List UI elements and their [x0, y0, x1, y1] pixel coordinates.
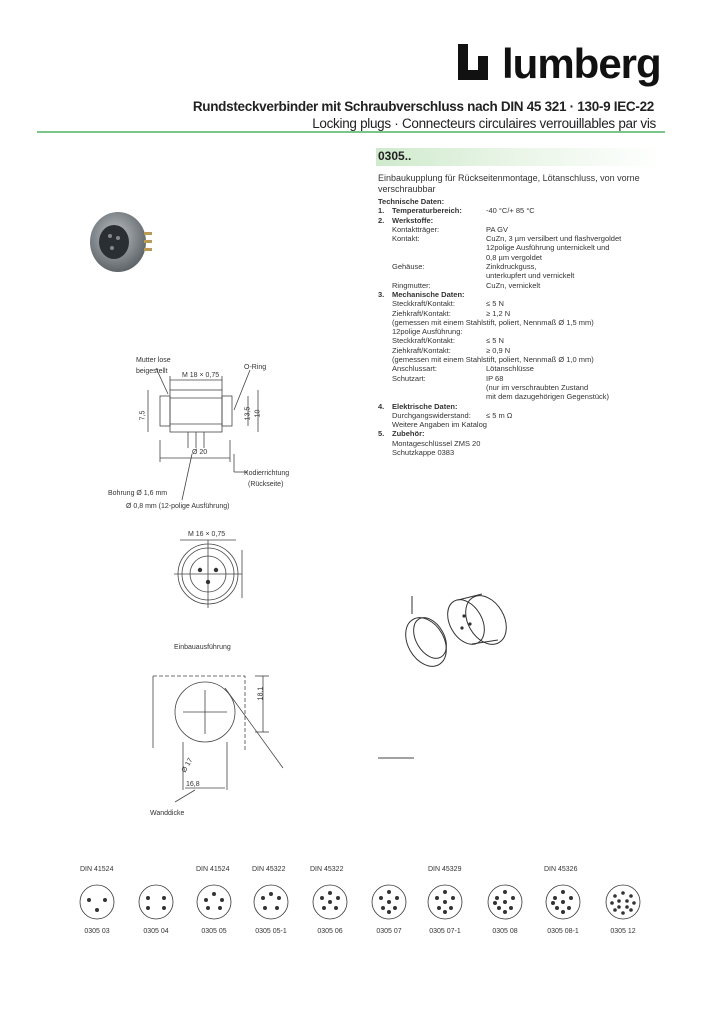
- spec-label: Steckkraft/Kontakt:: [392, 299, 455, 309]
- spec-value: ≥ 1,2 N: [486, 308, 511, 318]
- spec-num: 5.: [378, 429, 385, 439]
- spec-num: 1.: [378, 206, 385, 216]
- label-dim-16-8: 16,8: [186, 781, 200, 788]
- spec-note: (gemessen mit einem Stahlstift, poliert,…: [392, 317, 594, 327]
- label-beigestellt: beigestellt: [136, 368, 168, 375]
- pin-label-5: 0305 07: [376, 928, 402, 935]
- label-o-ring: O-Ring: [244, 364, 267, 371]
- spec-num: 4.: [378, 401, 385, 411]
- pin-label-7: 0305 08: [492, 928, 518, 935]
- spec-label: Werkstoffe:: [392, 215, 434, 225]
- front-view-drawing: [174, 539, 243, 608]
- spec-num: 2.: [378, 215, 385, 225]
- short-rule: [378, 757, 414, 759]
- label-dim-13-5: 13,5: [244, 406, 252, 421]
- pin-label-9: 0305 12: [610, 928, 636, 935]
- spec-label: Anschlussart:: [392, 364, 438, 374]
- standard-din-45322b: DIN 45322: [310, 866, 344, 873]
- spec-label: Durchgangswiderstand:: [392, 410, 471, 420]
- spec-label: Temperaturbereich:: [392, 206, 462, 216]
- spec-value: unterkupfert und vernickelt: [486, 271, 575, 281]
- pin-label-6: 0305 07-1: [429, 928, 461, 935]
- label-bohrung-12: Ø 0,8 mm (12-polige Ausführung): [126, 503, 230, 510]
- product-photo: [90, 212, 152, 272]
- spec-value: Zinkdruckguss,: [486, 262, 537, 272]
- spec-label: Kontakt:: [392, 234, 420, 244]
- pin-label-4: 0305 06: [317, 928, 343, 935]
- spec-value: Montageschlüssel ZMS 20: [392, 438, 481, 448]
- label-front-dim: M 16 × 0,75: [188, 531, 226, 538]
- brand-name: lumberg: [502, 40, 662, 87]
- header-divider: [37, 131, 665, 133]
- label-mutter-lose: Mutter lose: [136, 357, 171, 364]
- spec-value: PA GV: [486, 224, 508, 234]
- spec-value: CuZn, vernickelt: [486, 280, 541, 290]
- pin-label-2: 0305 05: [201, 928, 227, 935]
- pin-label-3: 0305 05-1: [255, 928, 287, 935]
- spec-label: Ziehkraft/Kontakt:: [392, 308, 451, 318]
- label-rueckseite: (Rückseite): [248, 481, 284, 488]
- lumberg-logo-icon: [458, 44, 488, 80]
- label-wanddicke: Wanddicke: [150, 810, 185, 817]
- spec-num: 3.: [378, 289, 385, 299]
- spec-label: Steckkraft/Kontakt:: [392, 336, 455, 346]
- spec-label: Kontaktträger:: [392, 224, 440, 234]
- spec-list: Technische Daten: 1. Temperaturbereich: -4…: [378, 197, 678, 457]
- spec-value: Lötanschlüsse: [486, 364, 534, 374]
- spec-note: Weitere Angaben im Katalog: [392, 420, 487, 430]
- label-dim-20: Ø 20: [192, 449, 208, 456]
- spec-value: Schutzkappe 0383: [392, 448, 455, 458]
- spec-label: Gehäuse:: [392, 262, 425, 272]
- spec-note: (gemessen mit einem Stahlstift, poliert,…: [392, 355, 594, 365]
- spec-value: mit dem dazugehörigen Gegenstück): [486, 392, 609, 402]
- product-code: 0305..: [378, 149, 412, 163]
- standard-din-41524: DIN 41524: [80, 866, 114, 873]
- spec-value: (nur im verschraubten Zustand: [486, 382, 589, 392]
- spec-label: Ziehkraft/Kontakt:: [392, 345, 451, 355]
- standard-din-45329: DIN 45329: [428, 866, 462, 873]
- spec-note: 12polige Ausführung:: [392, 327, 463, 337]
- spec-value: ≤ 5 N: [486, 336, 504, 346]
- label-dim-7-5: 7,5: [139, 410, 147, 421]
- spec-heading: Technische Daten:: [378, 197, 445, 206]
- spec-value: ≤ 5 m Ω: [486, 410, 513, 420]
- standard-din-45322: DIN 45322: [252, 866, 286, 873]
- spec-value: IP 68: [486, 373, 504, 383]
- spec-value: -40 °C/+ 85 °C: [486, 206, 535, 216]
- pin-label-1: 0305 04: [143, 928, 169, 935]
- spec-label: Mechanische Daten:: [392, 289, 465, 299]
- spec-value: 0,8 µm vergoldet: [486, 252, 543, 262]
- spec-label: Zubehör:: [392, 429, 425, 439]
- brand-logo: lumberg: [456, 38, 662, 92]
- spec-value: CuZn, 3 µm versilbert und flashvergoldet: [486, 234, 622, 244]
- standard-din-45326: DIN 45326: [544, 866, 578, 873]
- pin-layouts: [79, 884, 641, 920]
- spec-value: ≥ 0,9 N: [486, 345, 511, 355]
- product-code-bar: 0305..: [376, 148, 664, 166]
- label-bohrung: Bohrung Ø 1,6 mm: [108, 490, 168, 497]
- label-kodierrichtung: Kodierrichtung: [244, 470, 290, 477]
- exploded-view-drawing: [405, 593, 507, 667]
- label-m18: M 18 × 0,75: [182, 372, 220, 379]
- spec-label: Elektrische Daten:: [392, 401, 458, 411]
- label-dim-18-1: 18,1: [257, 686, 265, 701]
- side-view-drawing: [147, 367, 259, 501]
- spec-label: Ringmutter:: [392, 280, 431, 290]
- spec-value: ≤ 5 N: [486, 299, 504, 309]
- page-title: Rundsteckverbinder mit Schraubverschluss…: [192, 99, 654, 114]
- pin-label-0: 0305 03: [84, 928, 110, 935]
- product-intro: Einbaukupplung für Rückseitenmontage, Lö…: [378, 173, 640, 194]
- label-dim-10: 10: [254, 409, 262, 418]
- pin-label-8: 0305 08-1: [547, 928, 579, 935]
- panel-cutout-drawing: [152, 675, 284, 803]
- page-subtitle: Locking plugs · Connecteurs circulaires …: [312, 116, 656, 131]
- label-einbau: Einbauausführung: [174, 644, 231, 651]
- standard-din-41524b: DIN 41524: [196, 866, 230, 873]
- spec-value: 12polige Ausführung unternickelt und: [486, 243, 610, 253]
- spec-label: Schutzart:: [392, 373, 426, 383]
